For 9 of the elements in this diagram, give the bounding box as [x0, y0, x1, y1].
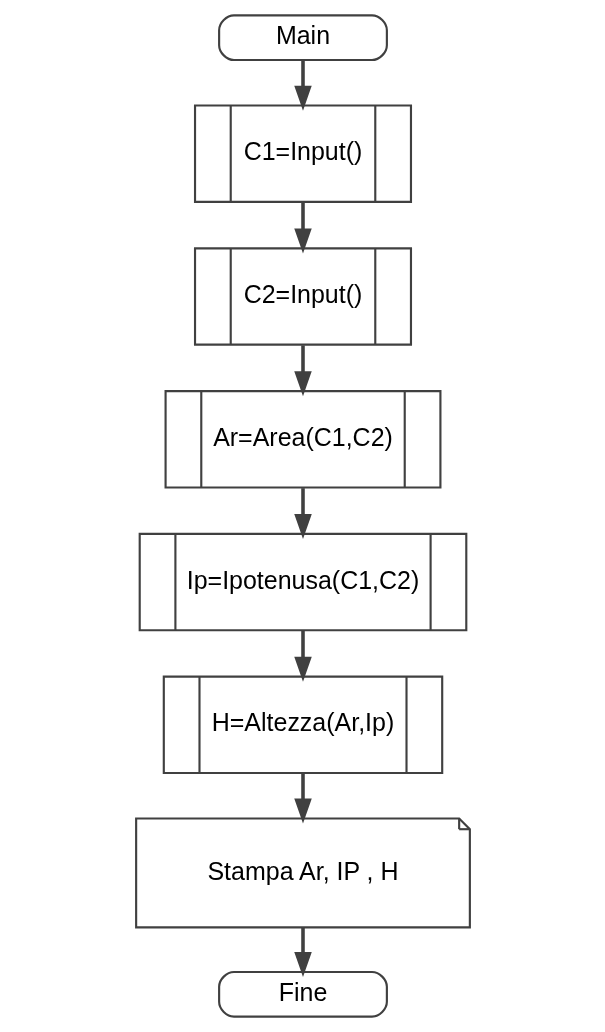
arrow: [293, 630, 312, 682]
node-box: Fine: [217, 970, 388, 1018]
arrow: [293, 345, 312, 397]
node-box: Main: [217, 14, 388, 62]
arrow: [293, 927, 312, 978]
arrow: [293, 202, 312, 254]
arrow: [293, 773, 312, 824]
arrow: [293, 488, 312, 540]
arrow: [293, 60, 312, 111]
